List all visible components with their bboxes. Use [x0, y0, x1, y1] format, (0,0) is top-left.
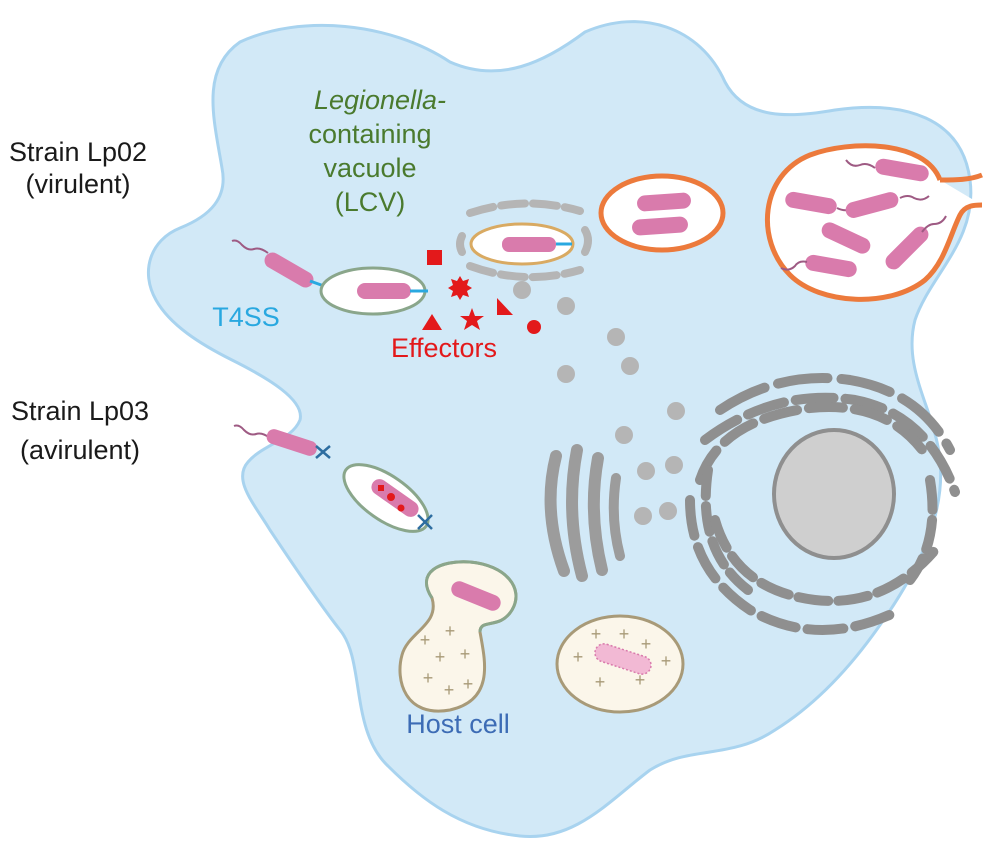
strain-avirulent-desc: (avirulent)	[20, 435, 140, 465]
bacterium	[266, 429, 318, 456]
lcv-avirulent	[342, 463, 433, 533]
effector-molecules	[422, 250, 541, 334]
effector-wedge-icon	[497, 298, 513, 315]
lcv-label-line1: Legionella-	[314, 85, 446, 115]
effector-starburst-icon	[387, 493, 395, 501]
er-fragment	[581, 226, 592, 256]
acid-plus-icons: + + + + + + +	[420, 621, 474, 700]
host-cell-label: Host cell	[406, 709, 510, 739]
effector-star-icon	[460, 308, 484, 330]
svg-text:+: +	[423, 668, 434, 688]
defective-t4ss-icon	[315, 445, 331, 459]
svg-text:+: +	[635, 670, 646, 690]
lcv-label-line4: (LCV)	[335, 187, 406, 217]
strain-avirulent-name: Strain Lp03	[11, 396, 149, 426]
bacterium	[264, 252, 314, 288]
svg-text:+: +	[595, 672, 606, 692]
flagellum	[845, 159, 876, 169]
effector-circle-icon	[527, 320, 541, 334]
effector-starburst-icon	[448, 276, 472, 300]
effector-square-icon	[427, 250, 442, 265]
flagellum	[921, 215, 947, 233]
degraded-bacterium	[594, 643, 652, 675]
svg-text:+: +	[661, 651, 672, 671]
strain-virulent-name: Strain Lp02	[9, 137, 147, 167]
svg-text:+: +	[444, 680, 455, 700]
bacterium	[885, 226, 929, 270]
flagellum	[231, 239, 269, 254]
effector-circle-icon	[397, 504, 405, 512]
svg-text:+: +	[460, 644, 471, 664]
flagellum	[780, 260, 808, 271]
bacterium	[875, 158, 929, 182]
lcv-label-line3: vacuole	[323, 153, 416, 183]
golgi-apparatus	[544, 444, 625, 582]
vacuole-membrane	[425, 560, 518, 633]
effector-square-icon	[378, 485, 384, 491]
acid-plus-icons: + + + + + + +	[573, 624, 672, 692]
bacterium	[357, 283, 411, 299]
bacterium	[821, 222, 871, 254]
lcv-early	[319, 266, 428, 316]
svg-text:+: +	[435, 647, 446, 667]
bacterium	[805, 254, 857, 278]
host-cell-body	[146, 20, 973, 839]
vacuole-membrane	[939, 172, 983, 183]
flagellum	[233, 424, 271, 439]
svg-text:+: +	[420, 630, 431, 650]
bacterium	[502, 237, 556, 252]
svg-text:+: +	[573, 647, 584, 667]
flagellum	[899, 195, 930, 201]
nucleus	[772, 428, 896, 560]
effectors-label: Effectors	[391, 333, 497, 363]
er-fragment	[466, 262, 584, 282]
svg-text:+: +	[641, 634, 652, 654]
bacterium	[785, 191, 837, 215]
entering-bacterium-avirulent	[233, 424, 331, 459]
svg-text:+: +	[463, 674, 474, 694]
t4ss-label: T4SS	[212, 302, 280, 332]
vacuole-membrane	[598, 173, 726, 253]
lcv-label-line2: containing	[308, 119, 431, 149]
defective-t4ss-icon	[417, 514, 433, 530]
phagolysosome-fusing: + + + + + + +	[398, 560, 518, 713]
strain-virulent-desc: (virulent)	[25, 169, 130, 199]
effector-triangle-icon	[422, 314, 442, 330]
svg-text:+: +	[591, 624, 602, 644]
er-vesicles	[513, 281, 685, 525]
er-fragment	[466, 199, 584, 217]
lcv-er-coated	[456, 199, 592, 282]
bacterium	[845, 192, 899, 218]
bacterium	[632, 216, 688, 236]
lcv-replicating-small	[598, 173, 726, 253]
bacterium	[451, 581, 501, 611]
lcv-replicating-large	[765, 143, 983, 302]
bacterium	[637, 192, 691, 212]
er-fragment	[456, 232, 466, 256]
svg-text:+: +	[445, 621, 456, 641]
phagolysosome-degraded: + + + + + + +	[555, 614, 685, 714]
svg-text:+: +	[619, 624, 630, 644]
rough-er	[685, 373, 960, 635]
